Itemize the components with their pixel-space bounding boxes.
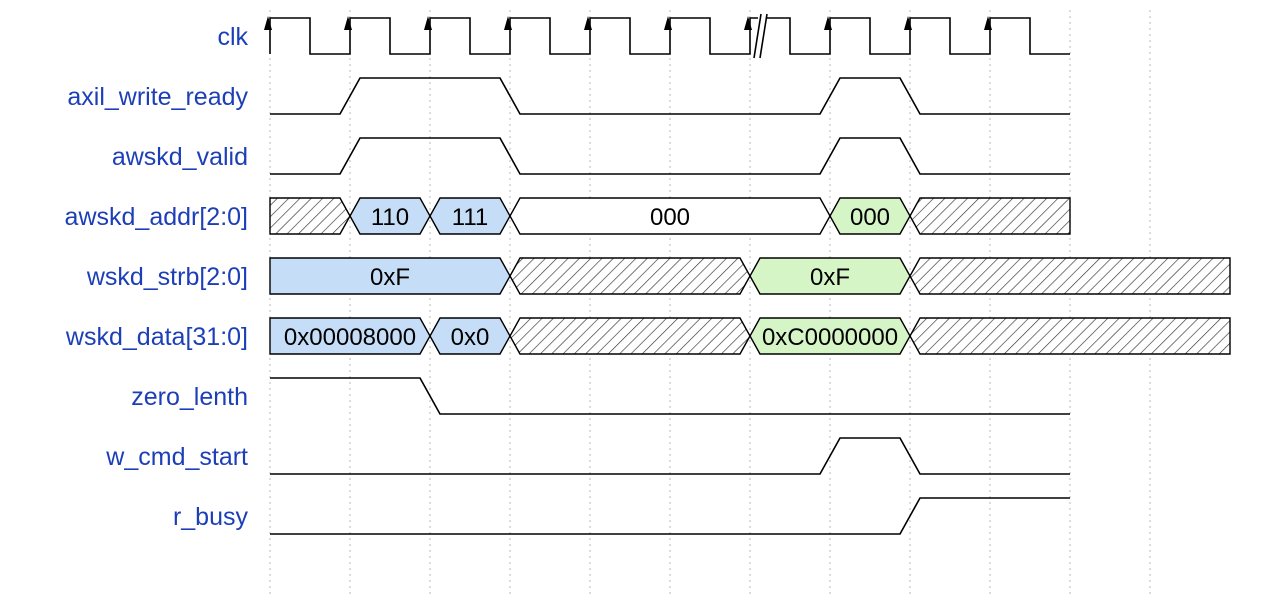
bus-value: 0x0 [451, 324, 490, 351]
rising-edge-arrow-icon [344, 16, 352, 30]
wave-wskd-data: 0x00008000 0x0 0xC0000000 [269, 317, 1231, 355]
bit-wave [270, 377, 1070, 415]
bus-segment [269, 317, 431, 355]
bus-segment [509, 197, 831, 235]
wave-clk [264, 13, 1070, 59]
bus-segment-unknown [269, 197, 351, 235]
bus-segment-unknown [909, 197, 1071, 235]
bus-segment [749, 257, 911, 295]
wave-r-busy [270, 497, 1070, 535]
bus-segment-unknown [909, 257, 1231, 295]
signal-label-awskd-addr: awskd_addr[2:0] [65, 203, 248, 231]
bus-value: 0xF [810, 264, 850, 291]
break-mark [759, 13, 768, 59]
signal-label-zero-lenth: zero_lenth [131, 383, 248, 411]
signal-label-w-cmd-start: w_cmd_start [105, 443, 248, 471]
wave-axil-write-ready [270, 77, 1070, 115]
signal-label-awskd-valid: awskd_valid [112, 143, 248, 171]
signal-label-r-busy: r_busy [173, 503, 249, 531]
bus-value: 0xF [370, 264, 410, 291]
bus-segment-unknown [909, 317, 1231, 355]
time-grid [269, 10, 1151, 598]
bus-segment [749, 317, 911, 355]
bus-value: 0xC0000000 [762, 324, 898, 351]
signal-label-wskd-strb: wskd_strb[2:0] [86, 263, 248, 291]
signal-label-clk: clk [217, 23, 248, 51]
wave-wskd-strb: 0xF 0xF [269, 257, 1231, 295]
bus-value: 0x00008000 [284, 324, 416, 351]
bus-value: 000 [650, 204, 690, 231]
bit-wave [270, 437, 1070, 475]
bus-segment [429, 197, 511, 235]
bus-segment [829, 197, 911, 235]
wave-zero-lenth [270, 377, 1070, 415]
bus-value: 111 [452, 204, 488, 231]
rising-edge-arrow-icon [584, 16, 592, 30]
bit-wave [270, 137, 1070, 175]
signal-label-axil-write-ready: axil_write_ready [67, 83, 248, 111]
clock-wave [269, 17, 1070, 55]
wave-awskd-addr: 110 111 000 000 [269, 197, 1071, 235]
bus-segment [269, 257, 511, 295]
rising-edge-arrow-icon [264, 16, 272, 30]
bit-wave [270, 77, 1070, 115]
rising-edge-arrow-icon [664, 16, 672, 30]
break-mark [753, 13, 762, 59]
waveforms: 110 111 000 000 0xF 0xF 0x00008000 0x0 0xC000000… [264, 13, 1231, 535]
signal-labels: clk axil_write_ready awskd_valid awskd_addr… [65, 23, 249, 531]
bus-value: 000 [850, 204, 890, 231]
bit-wave [270, 497, 1070, 535]
bus-value: 110 [371, 204, 409, 231]
rising-edge-arrow-icon [504, 16, 512, 30]
bus-segment-unknown [509, 257, 751, 295]
rising-edge-arrow-icon [824, 16, 832, 30]
rising-edge-arrow-icon [904, 16, 912, 30]
bus-segment [429, 317, 511, 355]
wave-w-cmd-start [270, 437, 1070, 475]
rising-edge-arrow-icon [744, 16, 752, 30]
wave-awskd-valid [270, 137, 1070, 175]
bus-segment [349, 197, 431, 235]
bus-segment-unknown [509, 317, 751, 355]
rising-edge-arrow-icon [984, 16, 992, 30]
rising-edge-arrow-icon [424, 16, 432, 30]
signal-label-wskd-data: wskd_data[31:0] [65, 323, 248, 351]
